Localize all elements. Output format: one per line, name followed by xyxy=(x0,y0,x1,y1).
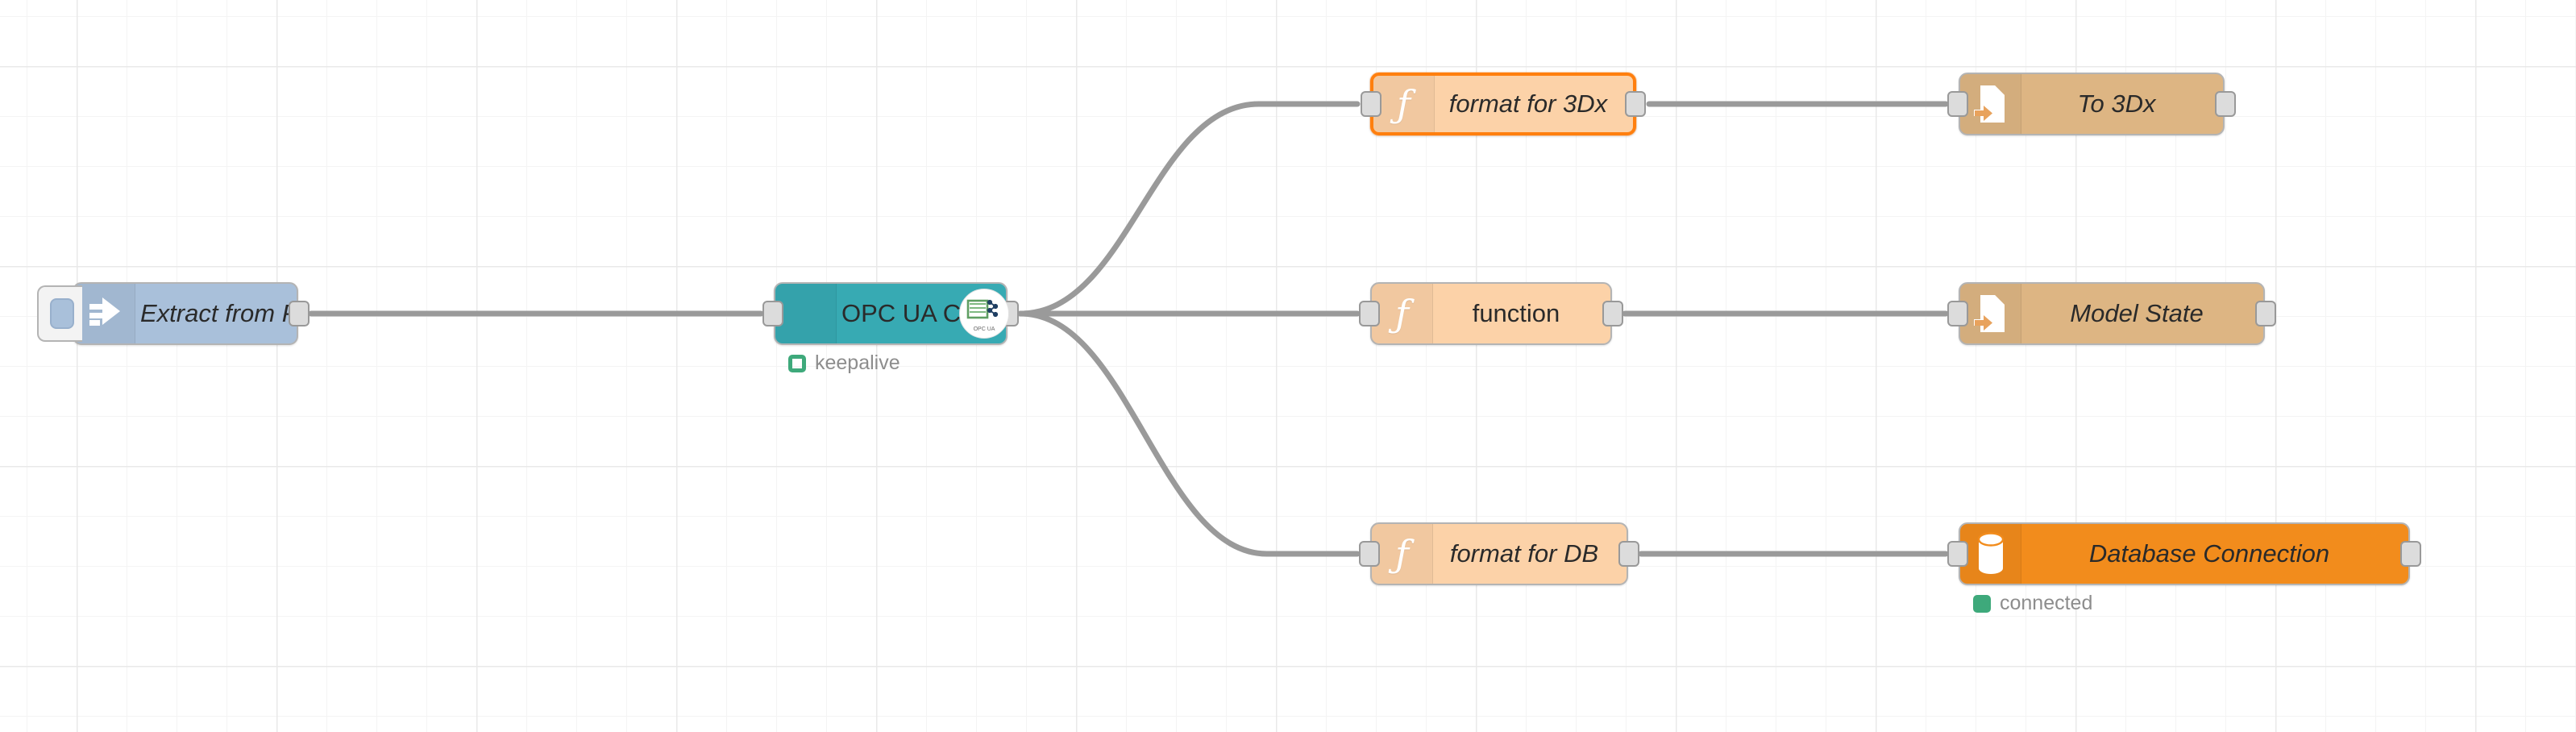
inject-trigger-button[interactable] xyxy=(37,285,82,342)
node-label: format for DB xyxy=(1449,539,1599,568)
input-port[interactable] xyxy=(762,301,783,326)
output-port[interactable] xyxy=(2255,301,2276,326)
output-port[interactable] xyxy=(2215,91,2236,117)
node-label: Database Connection xyxy=(2088,539,2330,568)
function-icon: ƒ xyxy=(1394,532,1410,576)
status-indicator-icon xyxy=(788,354,806,372)
node-icon: ƒ xyxy=(1373,76,1435,132)
node-icon: ƒ xyxy=(1372,524,1433,584)
function-icon: ƒ xyxy=(1394,292,1410,335)
node-extract-from-plc[interactable]: Extract from PLC xyxy=(37,282,310,345)
status-indicator-icon xyxy=(1973,594,1991,613)
node-database-connection[interactable]: Database Connection xyxy=(1947,522,2421,585)
wire-opc-ua-client-to-format-for-db[interactable] xyxy=(1017,310,1361,557)
input-port[interactable] xyxy=(1947,91,1968,117)
input-port[interactable] xyxy=(1361,91,1381,117)
node-model-state[interactable]: Model State xyxy=(1947,282,2276,345)
node-icon xyxy=(1960,524,2021,584)
node-icon xyxy=(775,284,837,343)
output-port[interactable] xyxy=(2400,541,2421,567)
node-label: format for 3Dx xyxy=(1448,89,1608,118)
node-icon: ƒ xyxy=(1372,284,1433,343)
double-arrow-icon xyxy=(89,297,120,326)
node-format-for-db[interactable]: ƒ format for DB xyxy=(1359,522,1639,585)
status-opc-ua-client: keepalive xyxy=(788,351,900,375)
node-label: To 3Dx xyxy=(2077,89,2156,118)
svg-text:OPC UA: OPC UA xyxy=(974,326,995,332)
node-label: Model State xyxy=(2070,299,2204,327)
status-label: keepalive xyxy=(815,351,900,374)
output-port[interactable] xyxy=(1618,541,1639,567)
node-function[interactable]: ƒ function xyxy=(1359,282,1623,345)
output-port[interactable] xyxy=(289,301,310,326)
output-port[interactable] xyxy=(1625,91,1646,117)
node-format-for-3dx[interactable]: ƒ format for 3Dx xyxy=(1361,73,1646,135)
status-label: connected xyxy=(2000,592,2093,614)
output-port[interactable] xyxy=(1602,301,1623,326)
document-arrow-icon xyxy=(1973,295,2005,332)
node-label: function xyxy=(1472,299,1560,327)
node-label: Extract from PLC xyxy=(140,299,297,327)
node-icon xyxy=(1960,284,2021,343)
opc-ua-logo-icon: OPC UA xyxy=(959,289,1009,339)
input-port[interactable] xyxy=(1947,541,1968,567)
document-arrow-icon xyxy=(1973,85,2005,123)
status-database-connection: connected xyxy=(1973,592,2092,615)
wire-opc-ua-client-to-format-for-3dx[interactable] xyxy=(1017,101,1361,317)
function-icon: ƒ xyxy=(1396,82,1411,126)
database-cylinder-icon xyxy=(1977,532,2004,574)
input-port[interactable] xyxy=(1947,301,1968,326)
node-to-3dx[interactable]: To 3Dx xyxy=(1947,73,2236,135)
node-icon xyxy=(74,284,135,343)
input-port[interactable] xyxy=(1359,541,1380,567)
input-port[interactable] xyxy=(1359,301,1380,326)
node-icon xyxy=(1960,74,2021,134)
